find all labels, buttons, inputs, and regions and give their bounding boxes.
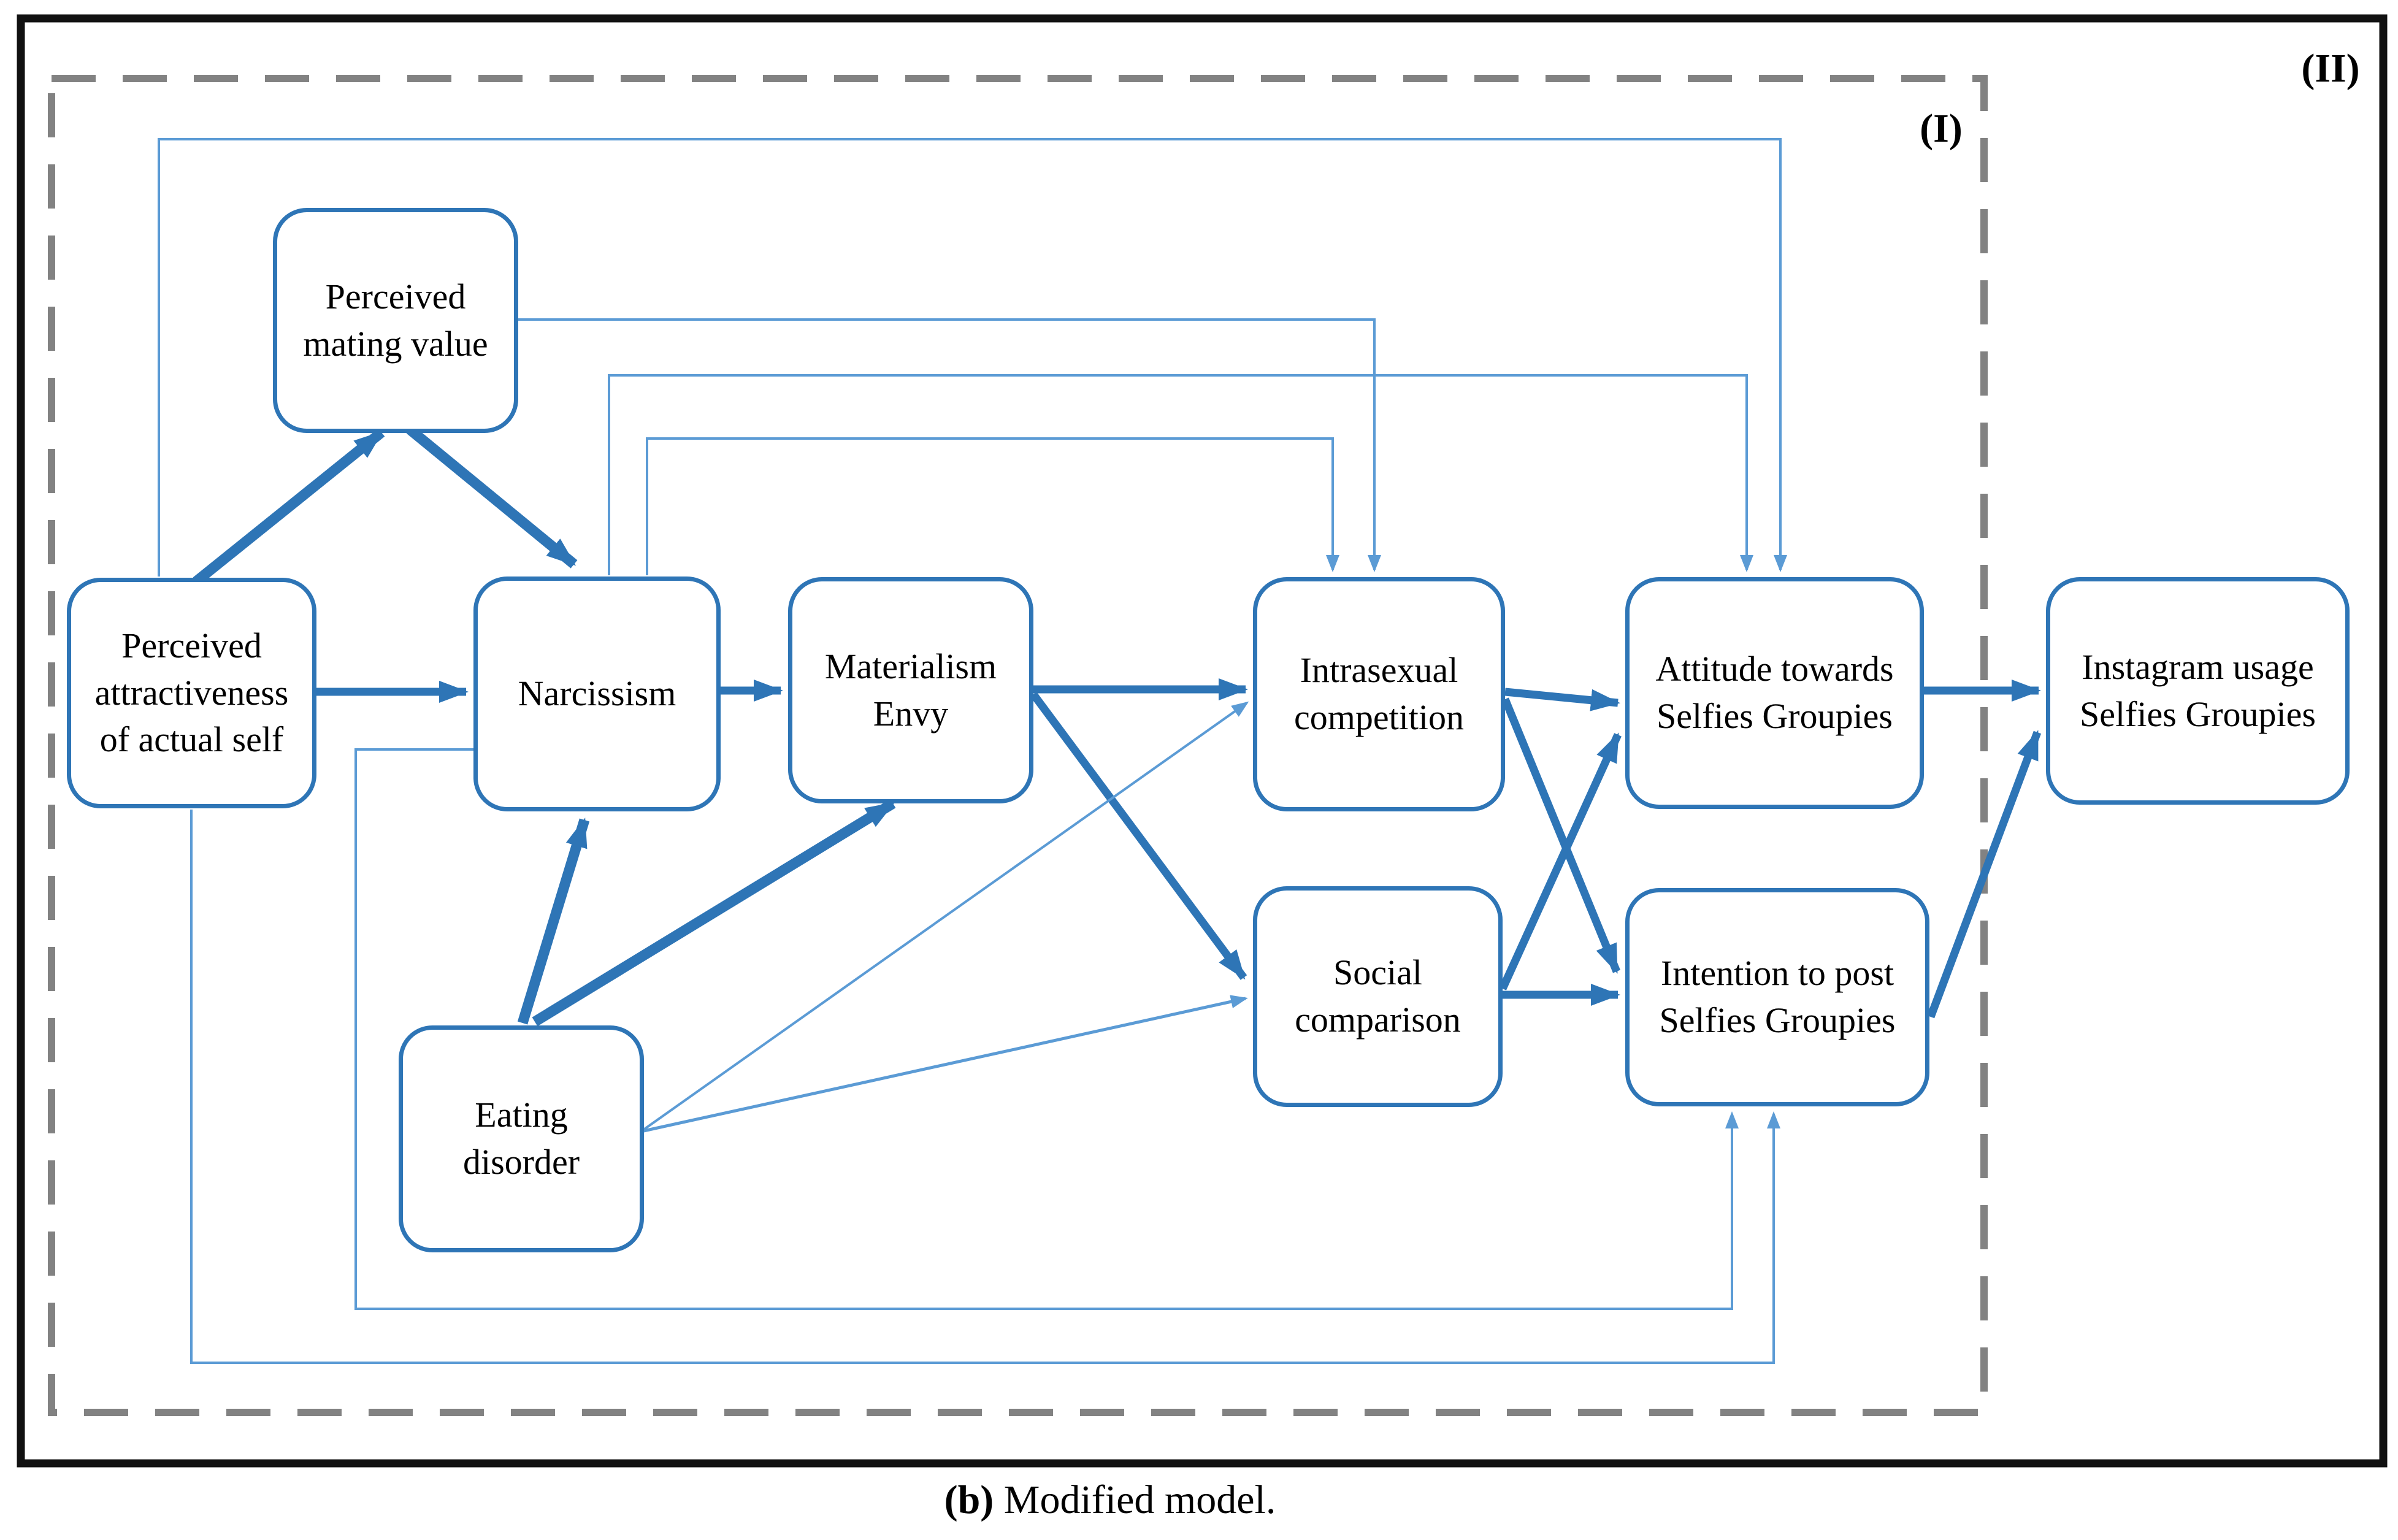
caption-text: Modified model. [994, 1477, 1276, 1522]
edge-eating-to-materialism [532, 799, 896, 1027]
edge-narcissism-to-intention-light [354, 748, 1739, 1310]
region-label-I: (I) [1920, 106, 1963, 151]
edge-eating-to-narcissism [517, 818, 590, 1025]
node-perceived-mating-value: Perceived mating value [273, 208, 518, 433]
edge-eating-to-social-light [640, 995, 1248, 1133]
edge-pa-to-pmv [193, 428, 385, 586]
node-instagram-usage: Instagram usage Selfies Groupies [2046, 577, 2350, 805]
edge-intrasexual-to-attitude [1504, 688, 1620, 711]
edge-pa-to-intention-light [190, 810, 1780, 1364]
figure-caption: (b) Modified model. [944, 1477, 1276, 1523]
edge-intrasexual-to-intention [1501, 697, 1621, 974]
edge-eating-to-intrasexual-light [640, 701, 1249, 1133]
node-social-comparison: Social comparison [1253, 886, 1503, 1107]
inner-dashed-border [48, 75, 1988, 1416]
edge-narcissism-to-intrasexual-light [646, 437, 1339, 575]
node-intention-to-post: Intention to post Selfies Groupies [1625, 888, 1929, 1106]
node-perceived-attractiveness: Perceived attractiveness of actual self [67, 578, 316, 808]
node-attitude-towards-selfies: Attitude towards Selfies Groupies [1625, 577, 1924, 809]
outer-solid-border [17, 14, 2388, 1468]
edge-intention-to-instagram [1926, 730, 2042, 1019]
region-label-II: (II) [2301, 46, 2360, 91]
edge-pmv-to-narcissism [406, 425, 578, 569]
edge-materialism-to-social [1030, 692, 1247, 980]
edge-social-to-attitude [1499, 732, 1622, 990]
node-narcissism: Narcissism [473, 577, 721, 811]
edge-narcissism-to-attitude-light [608, 374, 1753, 575]
node-materialism-envy: Materialism Envy [788, 577, 1033, 803]
edge-pa-to-attitude-light [158, 138, 1787, 577]
caption-index: (b) [944, 1477, 994, 1522]
edge-pmv-to-intrasexual-light [518, 318, 1381, 572]
node-intrasexual-competition: Intrasexual competition [1253, 577, 1505, 811]
node-eating-disorder: Eating disorder [399, 1025, 644, 1252]
